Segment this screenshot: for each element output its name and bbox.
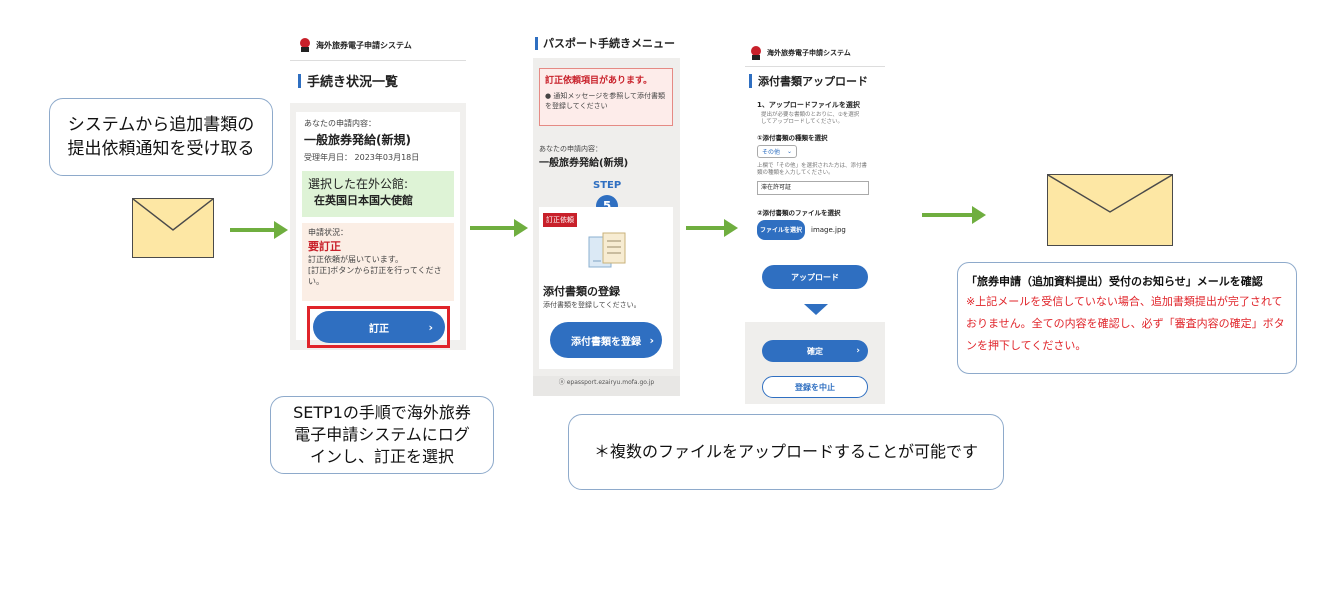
screen3-header: 海外旅券電子申請システム bbox=[745, 40, 885, 66]
correction-highlight bbox=[307, 306, 450, 348]
step1-title: 1、アップロードファイルを選択 bbox=[757, 101, 860, 109]
screen1-header-text: 海外旅券電子申請システム bbox=[316, 40, 412, 50]
file-label: ②添付書類のファイルを選択 bbox=[757, 209, 841, 217]
alert-title: 訂正依頼項目があります。 bbox=[545, 76, 653, 86]
file-name: image.jpg bbox=[811, 226, 846, 234]
status-label: 申請状況： bbox=[308, 228, 348, 237]
receive-notice-callout: システムから追加書類の 提出依頼通知を受け取る bbox=[49, 98, 273, 176]
upload-button[interactable]: アップロード bbox=[762, 265, 868, 289]
register-attachment-button[interactable]: 添付書類を登録 › bbox=[550, 322, 662, 358]
card-title: 添付書類の登録 bbox=[543, 285, 620, 298]
screen2-heading: パスポート手続きメニュー bbox=[535, 35, 675, 51]
flow-arrow-2 bbox=[470, 219, 528, 237]
content-value: 一般旅券発給(新規) bbox=[304, 133, 411, 147]
flow-arrow-4 bbox=[922, 206, 986, 224]
chevron-down-icon: ⌄ bbox=[786, 148, 792, 155]
final-notice-warning: ※上記メールを受信していない場合、追加書類提出が完了されておりません。全ての内容… bbox=[966, 295, 1285, 352]
documents-icon bbox=[588, 232, 626, 268]
confirm-button-label: 確定 bbox=[807, 346, 823, 356]
final-notice-box: 「旅券申請（追加資料提出）受付のお知らせ」メールを確認 ※上記メールを受信してい… bbox=[957, 262, 1297, 374]
status-box: 申請状況： 要訂正 訂正依頼が届いています。 [訂正]ボタンから訂正を行ってくだ… bbox=[302, 223, 454, 301]
flow-arrow-3 bbox=[686, 219, 738, 237]
screen1-title: 手続き状況一覧 bbox=[307, 75, 399, 90]
step1-note: 提出が必要な書類のとおりに、②を選択してアップロードしてください。 bbox=[761, 112, 860, 125]
cancel-registration-label: 登録を中止 bbox=[795, 382, 835, 392]
alert-body: ● 通知メッセージを参照して添付書類を登録してください bbox=[545, 92, 665, 110]
register-attachment-label: 添付書類を登録 bbox=[571, 336, 641, 348]
correction-alert: 訂正依頼項目があります。 ● 通知メッセージを参照して添付書類を登録してください bbox=[539, 68, 673, 126]
upload-button-label: アップロード bbox=[791, 272, 839, 282]
cancel-registration-button[interactable]: 登録を中止 bbox=[762, 376, 868, 398]
url-bar: ⓐ epassport.ezairyu.mofa.go.jp bbox=[533, 376, 680, 396]
multiple-files-text: ＊複数のファイルをアップロードすることが可能です bbox=[593, 442, 978, 461]
multiple-files-callout: ＊複数のファイルをアップロードすることが可能です bbox=[568, 414, 1004, 490]
confirm-button[interactable]: 確定 › bbox=[762, 340, 868, 362]
screen1-header: 海外旅券電子申請システム bbox=[290, 30, 466, 60]
office-value: 在英国日本国大使館 bbox=[314, 194, 413, 207]
flow-arrow-1 bbox=[230, 221, 288, 239]
status-value: 要訂正 bbox=[308, 240, 341, 253]
type-select[interactable]: その他 ⌄ bbox=[757, 145, 797, 158]
screen3-header-text: 海外旅券電子申請システム bbox=[767, 49, 851, 57]
menu-content-label: あなたの申請内容： bbox=[539, 145, 602, 153]
office-label: 選択した在外公館: bbox=[308, 177, 409, 191]
status-list-screen: 海外旅券電子申請システム 手続き状況一覧 あなたの申請内容： 一般旅券発給(新規… bbox=[290, 30, 466, 350]
card-body: 添付書類を登録してください。 bbox=[543, 301, 641, 309]
status-note: 訂正依頼が届いています。 [訂正]ボタンから訂正を行ってください。 bbox=[308, 255, 442, 286]
correction-badge: 訂正依頼 bbox=[543, 213, 577, 227]
final-notice-title: 「旅券申請（追加資料提出）受付のお知らせ」メールを確認 bbox=[966, 275, 1263, 288]
screen2-title: パスポート手続きメニュー bbox=[543, 37, 675, 50]
down-triangle-icon bbox=[804, 304, 828, 315]
content-label: あなたの申請内容： bbox=[304, 119, 376, 128]
login-step-text: SETP1の手順で海外旅券 電子申請システムにログ インし、訂正を選択 bbox=[293, 403, 471, 466]
upload-screen: 海外旅券電子申請システム 添付書類アップロード 1、アップロードファイルを選択 … bbox=[745, 40, 885, 302]
type-label: ①添付書類の種類を選択 bbox=[757, 134, 828, 142]
step-label: STEP bbox=[593, 180, 622, 191]
other-note: 上欄で「その他」を選択された方は、添付書類の種類を入力してください。 bbox=[757, 163, 868, 176]
office-box: 選択した在外公館: 在英国日本国大使館 bbox=[302, 171, 454, 217]
receive-notice-text: システムから追加書類の 提出依頼通知を受け取る bbox=[67, 115, 255, 159]
type-input[interactable]: 滞在許可証 bbox=[757, 181, 869, 195]
login-step-callout: SETP1の手順で海外旅券 電子申請システムにログ インし、訂正を選択 bbox=[270, 396, 494, 474]
system-logo-icon bbox=[300, 38, 310, 52]
envelope-icon bbox=[132, 198, 214, 258]
type-select-value: その他 bbox=[762, 149, 781, 156]
screen3-title: 添付書類アップロード bbox=[758, 75, 868, 88]
correction-button[interactable]: 訂正 › bbox=[313, 311, 445, 343]
receipt-date: 受理年月日： 2023年03月18日 bbox=[304, 153, 420, 162]
menu-content-value: 一般旅券発給(新規) bbox=[539, 158, 629, 169]
chevron-right-icon: › bbox=[649, 333, 654, 347]
chevron-right-icon: › bbox=[428, 320, 433, 334]
chevron-right-icon: › bbox=[856, 346, 860, 356]
correction-button-label: 訂正 bbox=[369, 323, 389, 335]
choose-file-button[interactable]: ファイルを選択 bbox=[757, 220, 805, 240]
system-logo-icon bbox=[751, 46, 761, 60]
envelope-icon bbox=[1047, 174, 1173, 246]
